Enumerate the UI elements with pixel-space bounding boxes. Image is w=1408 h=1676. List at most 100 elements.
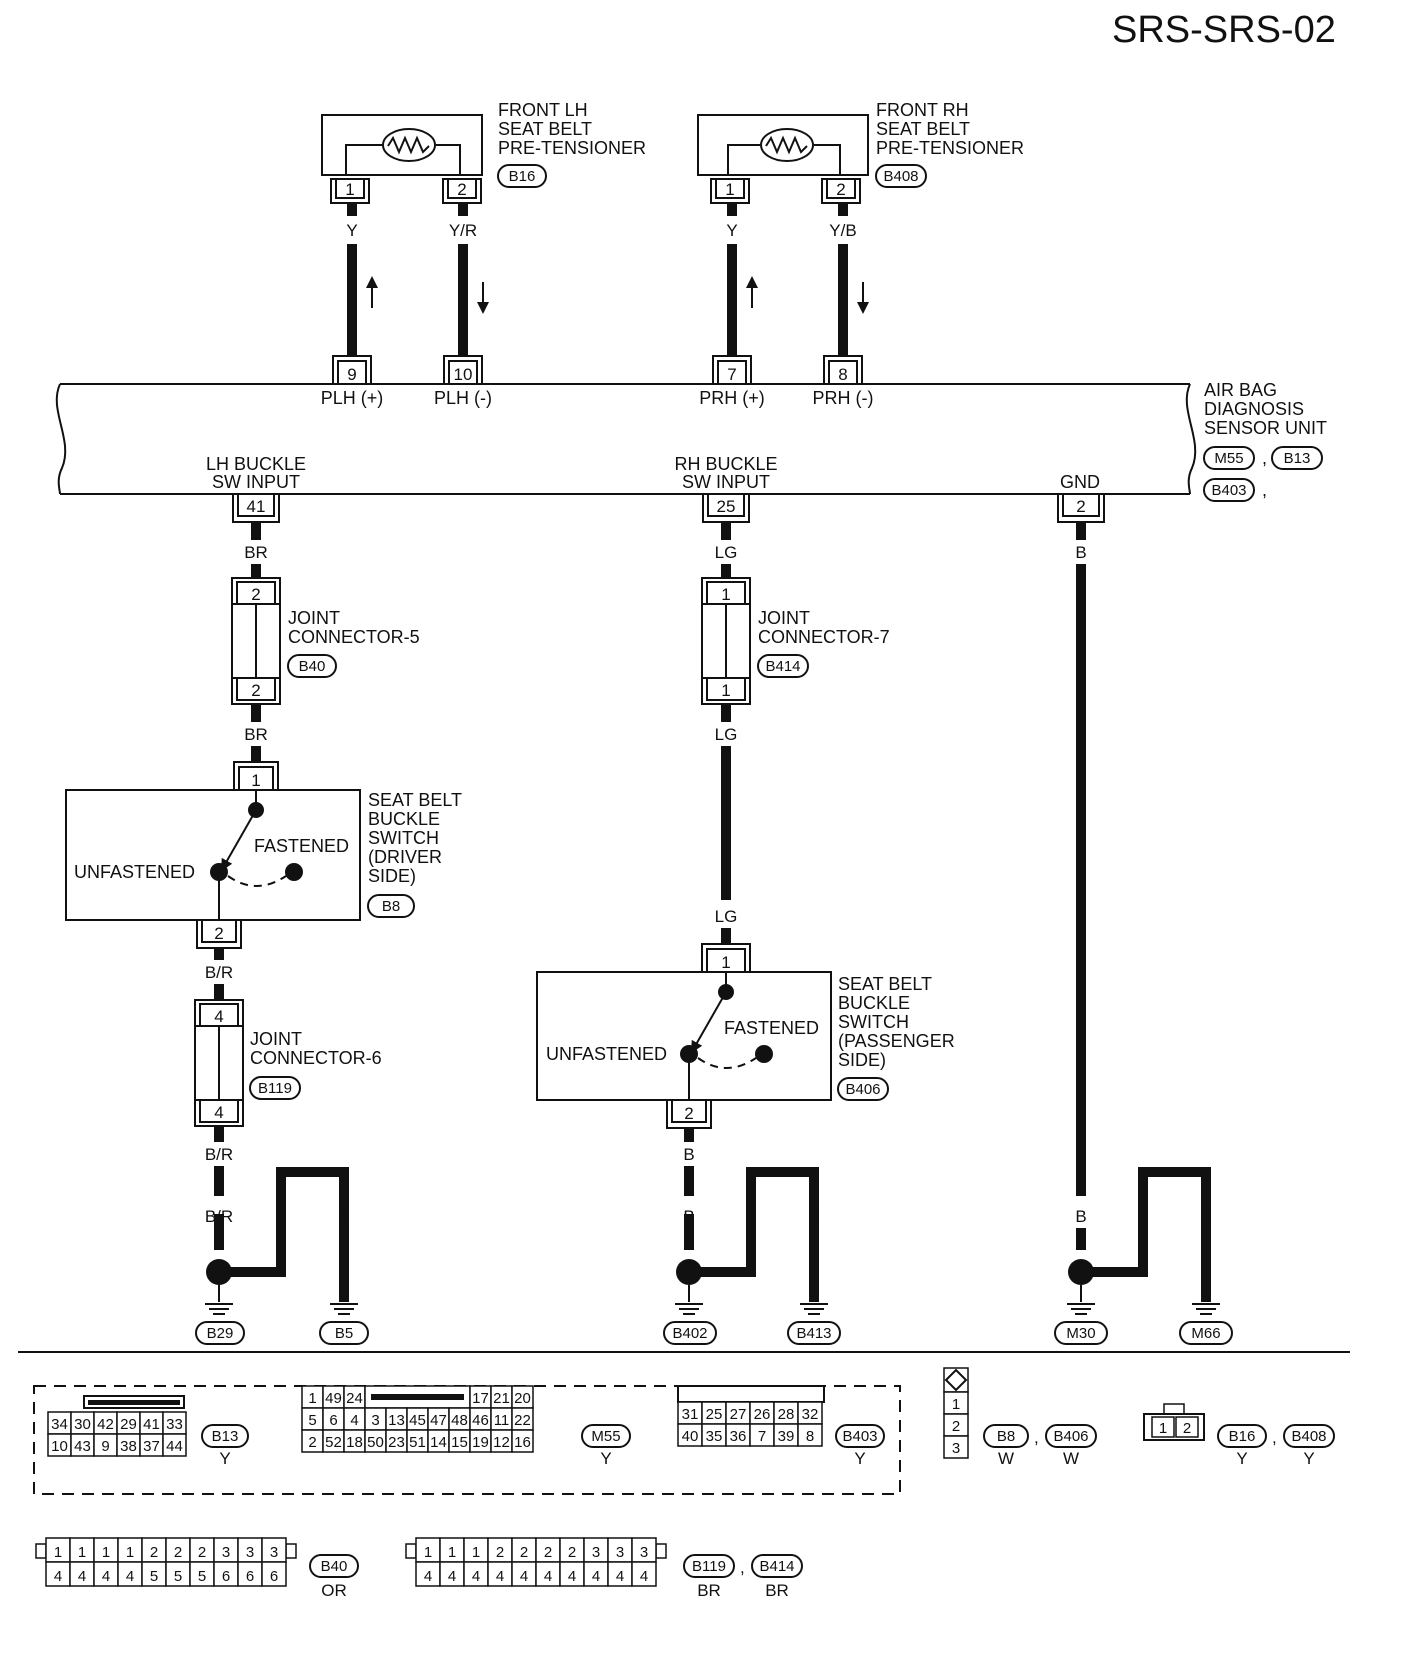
b40-pin: 2 (174, 1544, 182, 1561)
b13-cell (162, 1433, 187, 1457)
b13-pin: 10 (51, 1438, 68, 1455)
b40-pin: 5 (174, 1568, 182, 1585)
b40-cell (189, 1561, 215, 1587)
b119-comma: , (740, 1558, 745, 1577)
b119-pin: 2 (544, 1544, 552, 1561)
svg-text:AIR BAG: AIR BAG (1204, 380, 1277, 400)
svg-text:B29: B29 (207, 1325, 234, 1342)
pretensioner-rh-name-2: SEAT BELT (876, 119, 970, 139)
svg-text:2: 2 (684, 1104, 693, 1123)
m55-pin: 22 (514, 1412, 531, 1429)
b119-pin: 3 (592, 1544, 600, 1561)
b119-pin: 4 (544, 1568, 552, 1585)
pretensioner-rh-connector: B408 (883, 168, 918, 185)
b8-pin: 1 (952, 1396, 960, 1413)
svg-text:7: 7 (727, 365, 736, 384)
b40-cell (165, 1561, 191, 1587)
b119-pin: 4 (472, 1568, 480, 1585)
b119-cell (415, 1537, 441, 1563)
svg-text:JOINT: JOINT (250, 1029, 302, 1049)
b8-cell (943, 1435, 969, 1459)
svg-text:CONNECTOR-5: CONNECTOR-5 (288, 627, 420, 647)
b16-cell (1151, 1416, 1175, 1438)
b403-pin: 35 (706, 1428, 723, 1445)
svg-text:B5: B5 (335, 1325, 353, 1342)
b16-pin: 1 (1159, 1420, 1167, 1437)
b16-pin: 2 (1183, 1420, 1191, 1437)
m55-pin: 12 (493, 1434, 510, 1451)
svg-text:B: B (275, 1207, 286, 1226)
m55-pin: 23 (388, 1434, 405, 1451)
b119-cell (583, 1561, 609, 1587)
m55-pin: 20 (514, 1390, 531, 1407)
b119-cell (631, 1561, 657, 1587)
svg-text:CONNECTOR-7: CONNECTOR-7 (758, 627, 890, 647)
b119-color: BR (697, 1581, 721, 1600)
svg-text:B: B (808, 1207, 819, 1226)
svg-text:,: , (1262, 480, 1267, 500)
b119-pin: 1 (448, 1544, 456, 1561)
b119-oval (683, 1554, 735, 1578)
b403-pin: 36 (730, 1428, 747, 1445)
svg-text:4: 4 (214, 1103, 223, 1122)
b403-oval (835, 1424, 885, 1448)
svg-text:CONNECTOR-6: CONNECTOR-6 (250, 1048, 382, 1068)
m55-pin: 13 (388, 1412, 405, 1429)
b8-key (944, 1368, 968, 1392)
m55-pin: 50 (367, 1434, 384, 1451)
svg-text:B: B (1137, 1207, 1148, 1226)
b13-pin: 37 (143, 1438, 160, 1455)
svg-text:BR: BR (244, 725, 268, 744)
b119-cell (559, 1537, 585, 1563)
b13-pin: 43 (74, 1438, 91, 1455)
b408-oval (1283, 1424, 1335, 1448)
pretensioner-rh-name-3: PRE-TENSIONER (876, 138, 1024, 158)
ground-group-3: B B B M30 M66 (1054, 1167, 1233, 1345)
b40-latch-r (285, 1543, 297, 1559)
b119-cell (607, 1561, 633, 1587)
svg-text:2: 2 (836, 180, 845, 199)
b13-pin: 9 (101, 1438, 109, 1455)
b403-cell (797, 1423, 823, 1447)
svg-text:B: B (1075, 1207, 1086, 1226)
m55-pin: 24 (346, 1390, 363, 1407)
b40-pin: 1 (54, 1544, 62, 1561)
b40-pin: 4 (54, 1568, 62, 1585)
svg-text:B119: B119 (258, 1080, 292, 1097)
lh-buckle-circuit: BR 2 2 JOINT CONNECTOR-5 B40 BR 1 UNFAST… (65, 522, 462, 1164)
connector-face-group-box (33, 1385, 901, 1495)
b13-pin: 33 (166, 1416, 183, 1433)
svg-text:B/R: B/R (205, 963, 233, 982)
svg-text:B: B (1200, 1207, 1211, 1226)
b119-pin: 4 (424, 1568, 432, 1585)
b13-pin: 29 (120, 1416, 137, 1433)
b40-cell (261, 1537, 287, 1563)
b8-pin: 3 (952, 1440, 960, 1457)
page-title: SRS-SRS-02 (1112, 9, 1336, 51)
svg-text:Y: Y (346, 221, 357, 240)
b119-pin: 3 (640, 1544, 648, 1561)
b8-key-box (943, 1367, 969, 1393)
svg-text:1: 1 (721, 585, 730, 604)
b40-latch-l (35, 1543, 47, 1559)
b406-color: W (1063, 1449, 1079, 1468)
pretensioner-rh-name-1: FRONT RH (876, 100, 969, 120)
b403-color: Y (854, 1449, 865, 1468)
svg-text:UNFASTENED: UNFASTENED (546, 1044, 667, 1064)
b403-pin: 7 (758, 1428, 766, 1445)
svg-text:9: 9 (347, 365, 356, 384)
b16-latch (1163, 1403, 1185, 1415)
svg-text:LG: LG (715, 725, 738, 744)
m55-pin: 19 (472, 1434, 489, 1451)
m55-pin: 47 (430, 1412, 447, 1429)
m55-pin: 17 (472, 1390, 489, 1407)
b408-color: Y (1303, 1449, 1314, 1468)
svg-text:B40: B40 (299, 658, 326, 675)
b13-pin: 44 (166, 1438, 183, 1455)
m55-latch-bar (371, 1394, 464, 1400)
b40-cell (93, 1537, 119, 1563)
svg-text:8: 8 (838, 365, 847, 384)
pretensioner-rh: FRONT RH SEAT BELT PRE-TENSIONER B408 (697, 100, 1024, 188)
b119-pin: 1 (424, 1544, 432, 1561)
b119-pin: 4 (496, 1568, 504, 1585)
